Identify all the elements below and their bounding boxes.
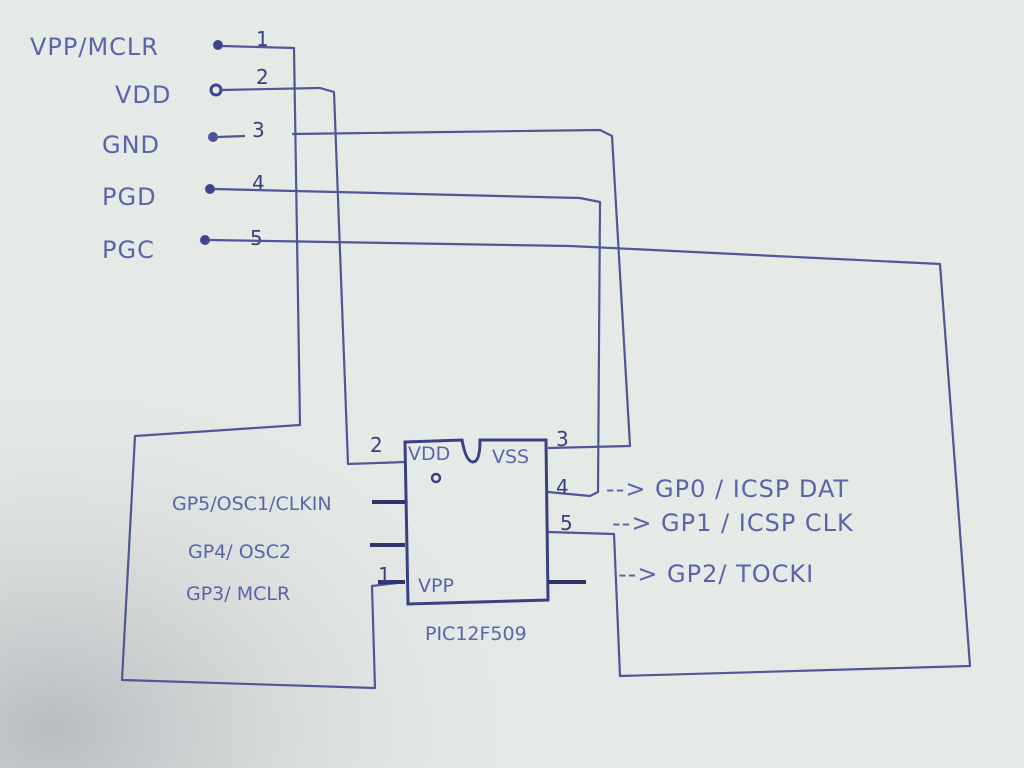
wire-pgd bbox=[213, 187, 602, 498]
chip-name: PIC12F509 bbox=[425, 623, 527, 645]
right-label-gp0: --> GP0 / ICSP DAT bbox=[606, 475, 849, 503]
left-label-gp5: GP5/OSC1/CLKIN bbox=[172, 493, 332, 515]
right-label-gp2: --> GP2/ TOCKI bbox=[618, 560, 814, 588]
wire-gnd bbox=[217, 128, 632, 450]
right-label-gp1: --> GP1 / ICSP CLK bbox=[612, 509, 854, 537]
pic-chip: VDD VSS VPP 2 3 4 5 1 PIC12F509 bbox=[370, 427, 586, 645]
header-num-1: 1 bbox=[256, 27, 269, 51]
chip-pin-num-1: 1 bbox=[378, 563, 391, 587]
header-num-3: 3 bbox=[252, 118, 265, 142]
chip-pin-num-5: 5 bbox=[560, 511, 573, 535]
chip-body bbox=[403, 438, 550, 606]
left-label-gp4: GP4/ OSC2 bbox=[188, 541, 291, 563]
header-dot-4 bbox=[205, 184, 215, 194]
wire-pgc bbox=[208, 238, 972, 678]
chip-pin-num-4: 4 bbox=[556, 475, 569, 499]
chip-label-vpp: VPP bbox=[418, 575, 454, 597]
header-label-4: PGD bbox=[102, 183, 157, 211]
header-dot-1 bbox=[213, 40, 223, 50]
wire-mclr bbox=[120, 44, 406, 690]
pin1-marker-icon bbox=[430, 472, 442, 484]
header-label-1: VPP/MCLR bbox=[30, 33, 159, 61]
chip-pin-num-2: 2 bbox=[370, 433, 383, 457]
header-num-4: 4 bbox=[252, 171, 265, 195]
header-num-2: 2 bbox=[256, 65, 269, 89]
header-num-5: 5 bbox=[250, 226, 263, 250]
chip-pin-num-3: 3 bbox=[556, 427, 569, 451]
header-dot-3 bbox=[208, 132, 218, 142]
wire-vdd bbox=[220, 86, 406, 466]
header-connector: VPP/MCLR VDD GND PGD PGC 1 2 3 4 5 bbox=[30, 27, 269, 264]
header-dot-5 bbox=[200, 235, 210, 245]
chip-label-vss: VSS bbox=[492, 446, 529, 468]
chip-label-vdd: VDD bbox=[408, 443, 450, 465]
left-label-gp3: GP3/ MCLR bbox=[186, 583, 290, 605]
header-label-3: GND bbox=[102, 131, 160, 159]
header-label-2: VDD bbox=[115, 81, 171, 109]
header-label-5: PGC bbox=[102, 236, 155, 264]
